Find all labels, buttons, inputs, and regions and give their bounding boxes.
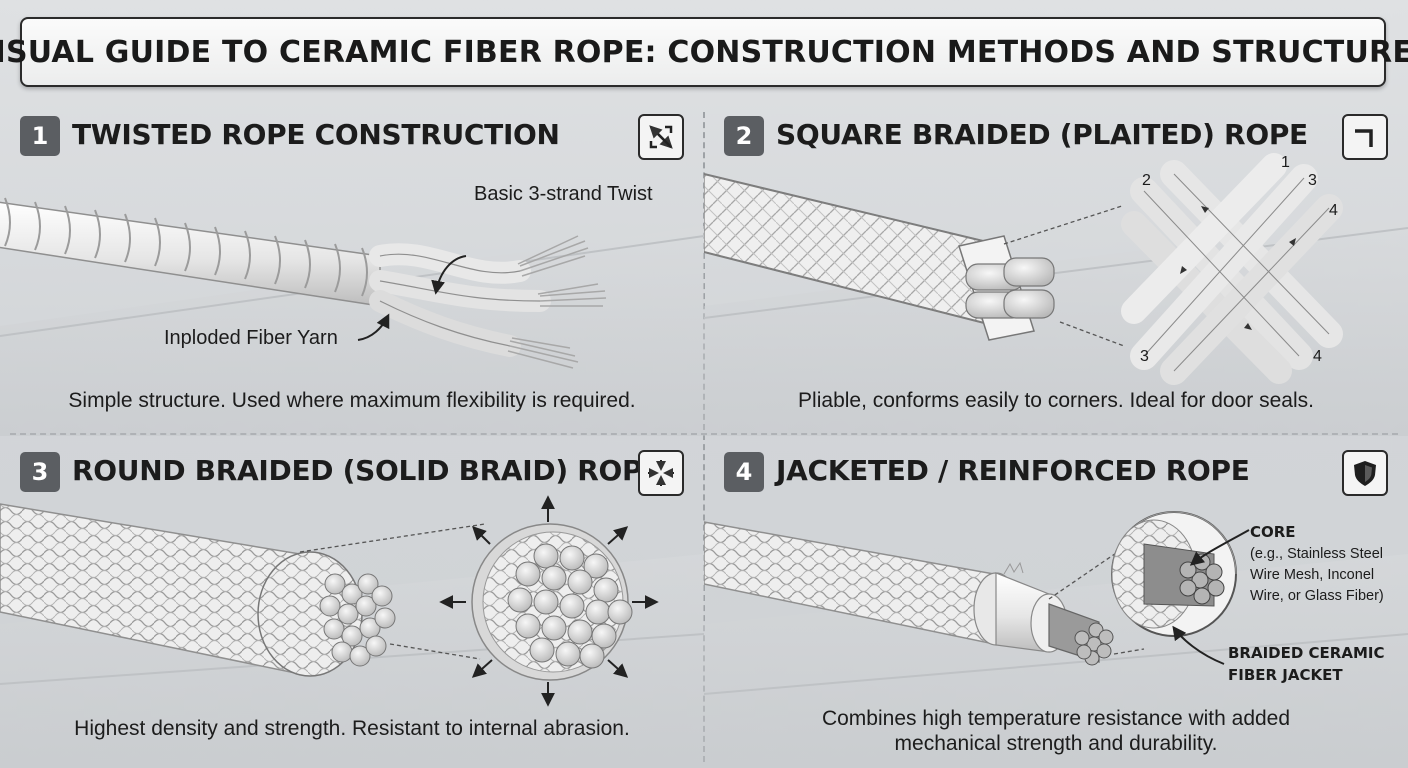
panel-heading: TWISTED ROPE CONSTRUCTION: [72, 118, 560, 151]
jacketed-rope-illustration: [704, 511, 1408, 768]
strand-number: 4: [1329, 202, 1338, 219]
label-core-title: CORE: [1250, 523, 1296, 541]
panel-square-braided-rope: 2 SQUARE BRAIDED (PLAITED) ROPE 1 2 3 4 …: [704, 96, 1408, 436]
label-fiber-yarn: Inploded Fiber Yarn: [164, 327, 338, 349]
shield-icon: [1342, 450, 1388, 496]
strand-number: 2: [1142, 172, 1151, 189]
panel-caption: Highest density and strength. Resistant …: [74, 717, 630, 740]
label-jacket: BRAIDED CERAMIC: [1228, 644, 1385, 662]
label-core-detail: Wire, or Glass Fiber): [1250, 588, 1384, 604]
strand-number: 3: [1308, 172, 1317, 189]
panel-number-badge: 1: [20, 116, 60, 156]
round-braided-illustration: [0, 495, 704, 768]
square-braided-illustration: [704, 153, 1408, 436]
panel-twisted-rope: 1 TWISTED ROPE CONSTRUCTION Basic 3-stra…: [0, 96, 704, 436]
page-title: VISUAL GUIDE TO CERAMIC FIBER ROPE: CONS…: [0, 34, 1408, 70]
panel-heading: ROUND BRAIDED (SOLID BRAID) ROPE: [72, 454, 662, 487]
panel-round-braided-rope: 3 ROUND BRAIDED (SOLID BRAID) ROPE Highe…: [0, 432, 704, 768]
panel-caption-line-1: Combines high temperature resistance wit…: [821, 707, 1291, 730]
square-corner-icon: [1342, 114, 1388, 160]
panel-number-badge: 4: [724, 452, 764, 492]
panel-caption-line-2: mechanical strength and durability.: [894, 732, 1218, 755]
twist-arrows-icon: [638, 114, 684, 160]
label-core-detail: Wire Mesh, Inconel: [1250, 567, 1375, 583]
panel-number-badge: 3: [20, 452, 60, 492]
twisted-rope-illustration: [0, 197, 704, 436]
label-core-detail: (e.g., Stainless Steel: [1250, 546, 1383, 562]
panel-jacketed-rope: 4 JACKETED / REINFORCED ROPE CORE (e.g.,…: [704, 432, 1408, 768]
strand-number: 3: [1140, 348, 1149, 365]
panel-caption: Pliable, conforms easily to corners. Ide…: [798, 389, 1314, 412]
strand-number: 4: [1313, 348, 1322, 365]
strand-number: 1: [1281, 154, 1290, 171]
label-basic-twist: Basic 3-strand Twist: [474, 183, 653, 205]
panel-number-badge: 2: [724, 116, 764, 156]
panel-heading: SQUARE BRAIDED (PLAITED) ROPE: [776, 118, 1308, 151]
title-bar: VISUAL GUIDE TO CERAMIC FIBER ROPE: CONS…: [0, 17, 1408, 87]
label-jacket: FIBER JACKET: [1228, 666, 1343, 684]
panel-heading: JACKETED / REINFORCED ROPE: [776, 454, 1250, 487]
vertical-divider: [703, 112, 705, 762]
panel-caption: Simple structure. Used where maximum fle…: [68, 389, 636, 412]
compress-arrows-icon: [638, 450, 684, 496]
